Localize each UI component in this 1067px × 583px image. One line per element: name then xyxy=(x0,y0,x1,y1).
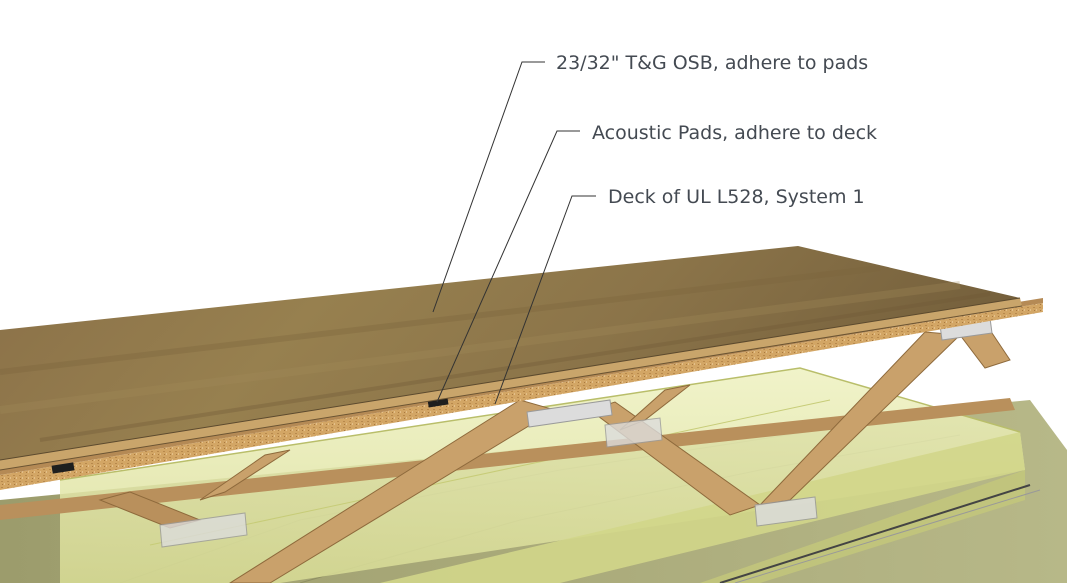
callout-acoustic-pads-label: Acoustic Pads, adhere to deck xyxy=(592,122,878,144)
floor-trusses xyxy=(0,317,1015,583)
callout-osb-label: 23/32" T&G OSB, adhere to pads xyxy=(556,52,869,74)
insulation-batts xyxy=(59,367,1041,583)
callout-leaders xyxy=(432,61,596,405)
callout-deck-label: Deck of UL L528, System 1 xyxy=(608,186,865,208)
osb-panel xyxy=(0,246,1023,471)
